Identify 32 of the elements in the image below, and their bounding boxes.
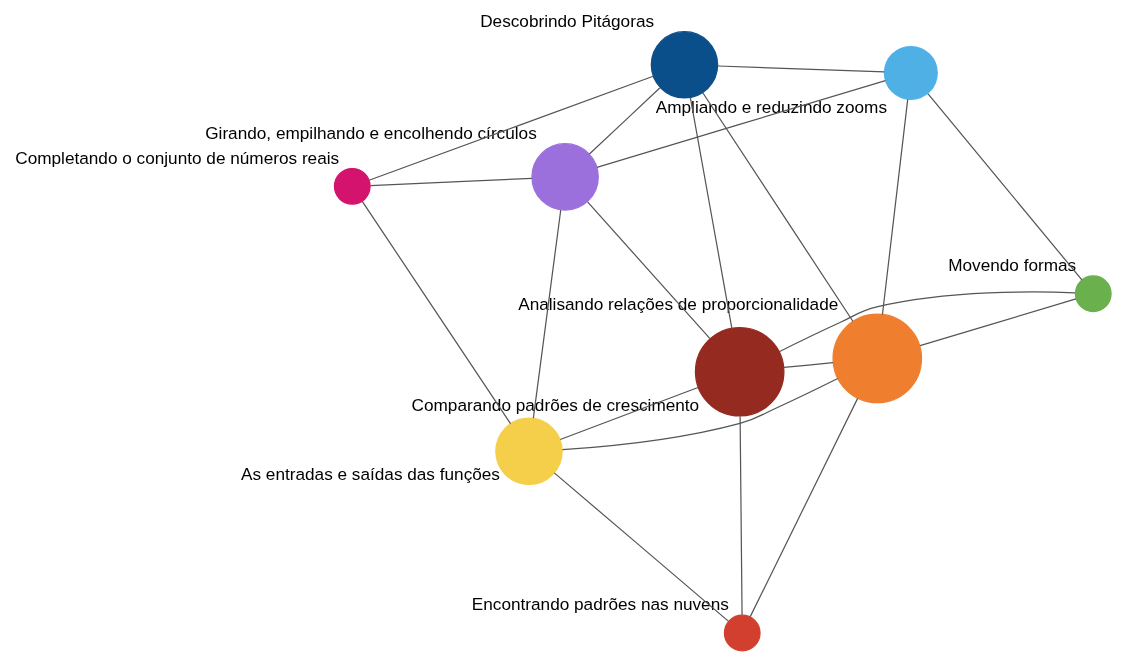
connector	[367, 75, 654, 181]
connector	[778, 291, 1076, 353]
connector	[689, 97, 732, 329]
connector	[588, 87, 660, 155]
node-label: Movendo formas	[947, 255, 1076, 276]
connector	[739, 415, 743, 616]
node-circle	[530, 143, 599, 211]
connector	[881, 98, 908, 316]
connector	[561, 377, 838, 451]
connector	[361, 200, 511, 425]
connector	[532, 209, 561, 419]
connector	[749, 397, 858, 618]
connector	[926, 92, 1082, 281]
connector	[553, 472, 729, 622]
node-label: Encontrando padrões nas nuvens	[471, 594, 729, 615]
connector	[701, 92, 853, 322]
connector	[369, 177, 532, 187]
connector	[586, 201, 711, 340]
connector	[716, 65, 885, 73]
node-label: Descobrindo Pitágoras	[479, 10, 654, 31]
connector	[918, 298, 1077, 347]
connector	[595, 79, 886, 168]
node-circle	[333, 167, 371, 205]
node-circle	[723, 614, 761, 652]
node-circle	[883, 45, 938, 100]
node-label: Analisando relações de proporcionalidade	[517, 293, 838, 314]
connector	[782, 362, 834, 369]
node-circle	[650, 31, 718, 99]
node-label: As entradas e saídas das funções	[240, 463, 500, 484]
node-circle	[831, 313, 922, 404]
node-label: Completando o conjunto de números reais	[14, 147, 339, 168]
node-circle	[1074, 275, 1112, 313]
